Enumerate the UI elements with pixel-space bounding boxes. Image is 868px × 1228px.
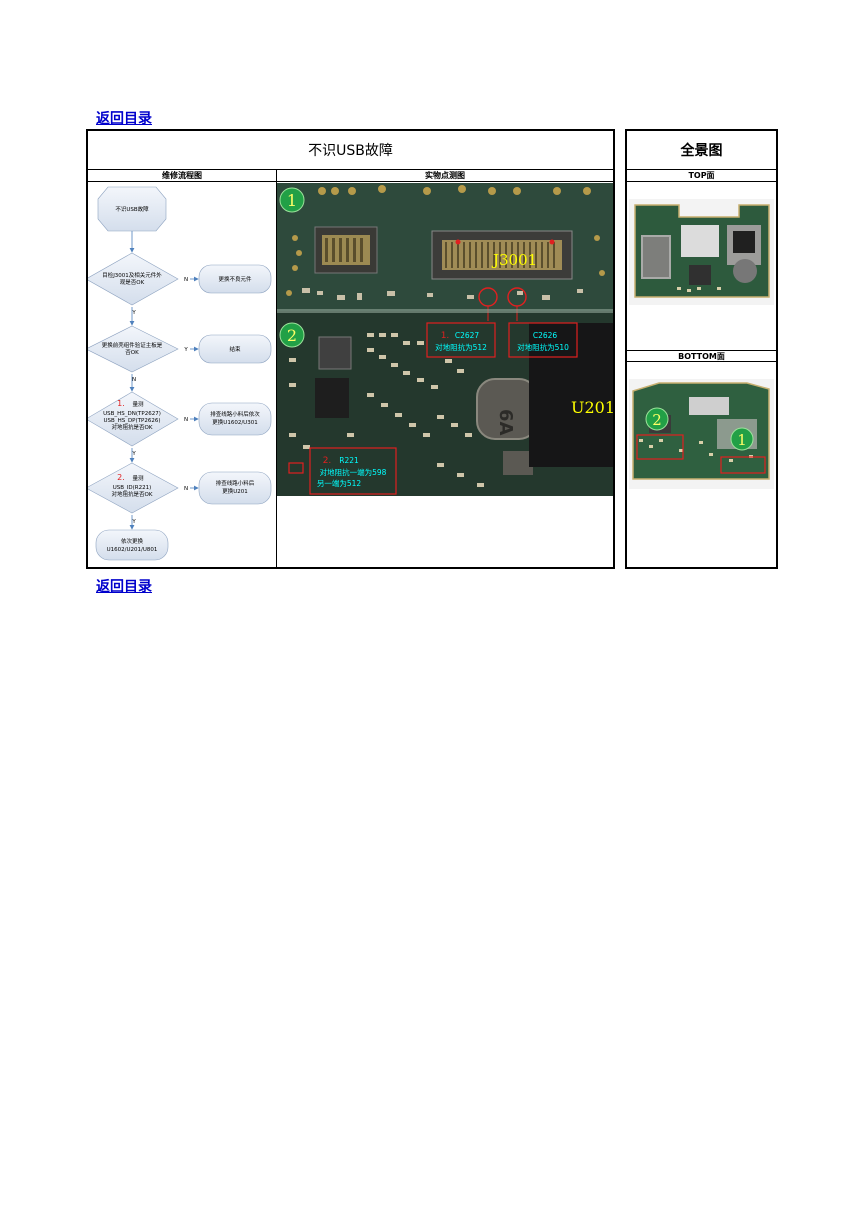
decision-3-line-3: USB_HS_DP(TP2626) xyxy=(104,418,161,424)
c2627-value: 对地阻抗为512 xyxy=(435,342,487,352)
fault-title: 不识USB故障 xyxy=(88,131,613,170)
decision-4-line-2: USB_ID(R221) xyxy=(113,485,152,491)
decision-1 xyxy=(88,252,179,306)
marker-2-text: 2 xyxy=(287,326,297,345)
decision-4-line-1: 量测 xyxy=(132,474,144,482)
action-4-line-2: 更换U201 xyxy=(222,487,248,495)
end-line-2: U1602/U201/U801 xyxy=(107,547,158,553)
yes-label-4: Y xyxy=(131,519,136,525)
bottom-side-board-image: 2 1 xyxy=(629,379,774,489)
action-box-2 xyxy=(198,334,272,364)
c2626-label: C2626 xyxy=(533,331,558,340)
decision-3-line-2: USB_HS_DN(TP2627) xyxy=(103,411,161,417)
decision-2-line-1: 更换前壳组件验证主板是 xyxy=(102,341,163,349)
back-to-index-link-bottom[interactable]: 返回目录 xyxy=(96,579,152,595)
decision-3-line-4: 对地阻抗是否OK xyxy=(112,423,153,431)
decision-4-number: 2. xyxy=(117,473,125,482)
top-side-board-image xyxy=(629,199,774,305)
decision-1-line-2: 观是否OK xyxy=(120,279,145,286)
pcb-probe-photo: J3001 6A U201 xyxy=(277,183,613,496)
action-box-4 xyxy=(198,471,272,505)
connector-label: J3001 xyxy=(491,251,537,269)
marker-1-text: 1 xyxy=(287,191,297,210)
marker-2-circle xyxy=(279,322,305,348)
decision-4-line-3: 对地阻抗是否OK xyxy=(112,490,153,498)
repair-table: 不识USB故障 维修流程图 实物点测图 不识USB故障 目检J3001及相关元件… xyxy=(86,129,615,569)
bottom-side-header: BOTTOM面 xyxy=(627,350,776,362)
top-side-header: TOP面 xyxy=(627,170,776,182)
chip-label: U201 xyxy=(571,398,613,417)
photo-header: 实物点测图 xyxy=(277,170,613,182)
inductor-mark: 6A xyxy=(495,409,516,436)
action-3-line-2: 更换U1602/U301 xyxy=(212,418,257,426)
decision-3 xyxy=(88,391,179,447)
start-text: 不识USB故障 xyxy=(115,205,149,213)
action-1-text: 更换不良元件 xyxy=(218,275,252,283)
pcb-photo-drawing: J3001 6A U201 xyxy=(277,183,613,496)
bottom-marker-1-text: 1 xyxy=(737,431,747,449)
action-3-line-1: 排查线路小料后依次 xyxy=(210,410,260,418)
overview-title: 全景图 xyxy=(627,131,776,170)
no-label-1: N xyxy=(184,277,188,283)
decision-3-line-1: 量测 xyxy=(132,400,144,408)
c2626-value: 对地阻抗为510 xyxy=(517,342,569,352)
decision-1-line-1: 目检J3001及相关元件外 xyxy=(102,271,162,279)
c2627-label: C2627 xyxy=(455,331,480,340)
no-label-3: N xyxy=(184,417,188,423)
yes-label-2: Y xyxy=(183,347,188,353)
action-4-line-1: 排查线路小料后 xyxy=(216,479,255,487)
yes-label-3: Y xyxy=(131,451,136,457)
end-box xyxy=(95,529,169,561)
no-label-4: N xyxy=(184,486,188,492)
bottom-marker-1-circle xyxy=(730,427,754,451)
column-divider xyxy=(276,170,277,567)
action-box-3 xyxy=(198,402,272,436)
r221-value-1: 对地阻抗一端为598 xyxy=(320,467,387,477)
r221-value-2: 另一端为512 xyxy=(317,478,362,488)
c2627-number: 1. xyxy=(441,331,450,341)
start-hexagon xyxy=(97,186,167,232)
r221-number: 2. xyxy=(323,456,332,466)
action-box-1 xyxy=(198,264,272,294)
repair-flowchart: 不识USB故障 目检J3001及相关元件外 观是否OK N 更换不良元件 Y 更… xyxy=(88,186,272,561)
yes-label-1: Y xyxy=(131,310,136,316)
back-to-index-link-top[interactable]: 返回目录 xyxy=(96,111,152,127)
flowchart-header: 维修流程图 xyxy=(88,170,276,182)
action-2-text: 结束 xyxy=(229,345,241,353)
decision-4 xyxy=(88,462,179,514)
bottom-marker-2-circle xyxy=(645,407,669,431)
marker-1-circle xyxy=(279,187,305,213)
decision-2 xyxy=(88,325,179,373)
bottom-marker-2-text: 2 xyxy=(652,411,662,429)
decision-3-number: 1. xyxy=(117,399,125,408)
end-line-1: 依次更换 xyxy=(121,537,144,545)
overview-panel: 全景图 TOP面 BOTTOM面 2 1 xyxy=(625,129,778,569)
decision-2-line-2: 否OK xyxy=(125,349,139,356)
r221-label: R221 xyxy=(339,456,359,465)
no-label-2: N xyxy=(132,377,136,383)
